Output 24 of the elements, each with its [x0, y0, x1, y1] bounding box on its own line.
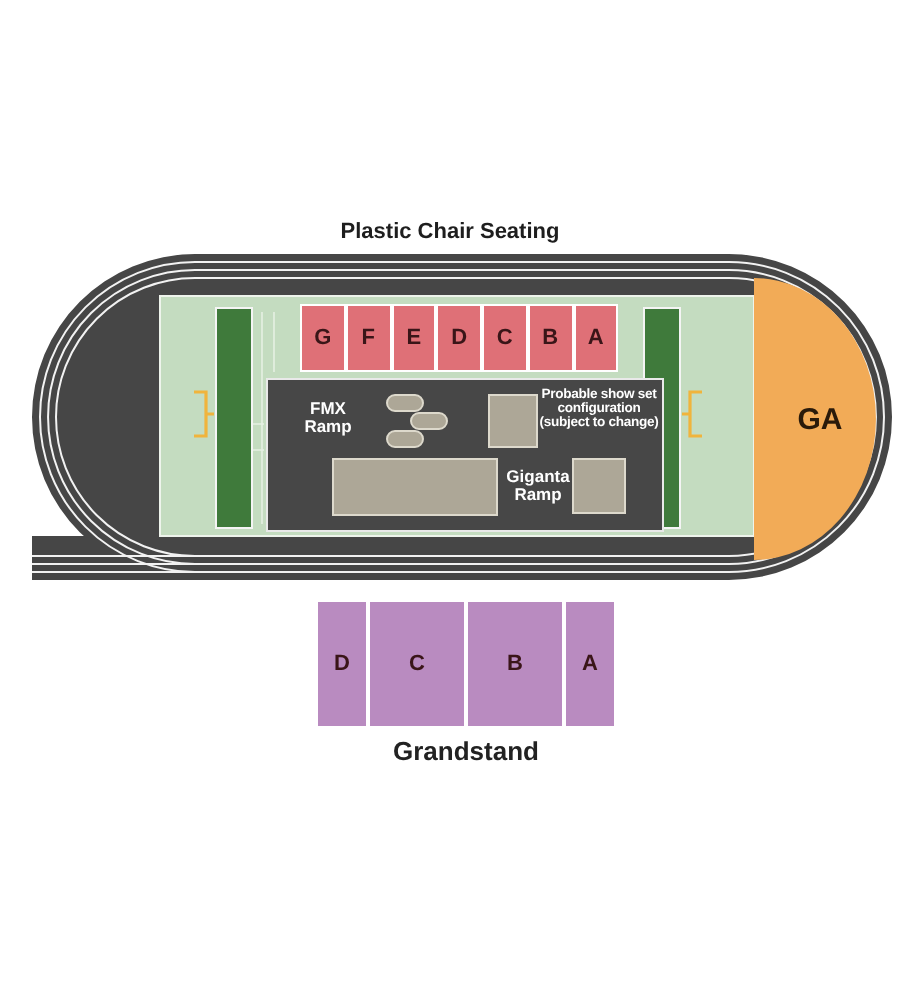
ramp-block	[410, 412, 448, 430]
ramp-block	[386, 430, 424, 448]
heading: Plastic Chair Seating	[340, 220, 560, 244]
seating-section: B	[527, 304, 573, 372]
seating-section: B	[466, 600, 564, 728]
stage	[266, 378, 664, 532]
seating-section: E	[391, 304, 437, 372]
seating-section: C	[482, 304, 528, 372]
seating-section: G	[300, 304, 346, 372]
ramp-block	[572, 458, 626, 514]
seating-section: A	[573, 304, 619, 372]
seating-section: C	[368, 600, 466, 728]
ramp-block	[332, 458, 498, 516]
stand-name: Grandstand	[393, 736, 539, 766]
seating-section: D	[436, 304, 482, 372]
section-label: GA	[797, 402, 843, 436]
seating-section: A	[564, 600, 616, 728]
seating-section	[754, 278, 876, 560]
ramp-label: Giganta Ramp	[504, 468, 572, 504]
seating-section: F	[345, 304, 391, 372]
ramp-block	[488, 394, 538, 448]
seating-section: D	[316, 600, 368, 728]
ramp-label: FMX Ramp	[302, 400, 354, 436]
ramp-block	[386, 394, 424, 412]
